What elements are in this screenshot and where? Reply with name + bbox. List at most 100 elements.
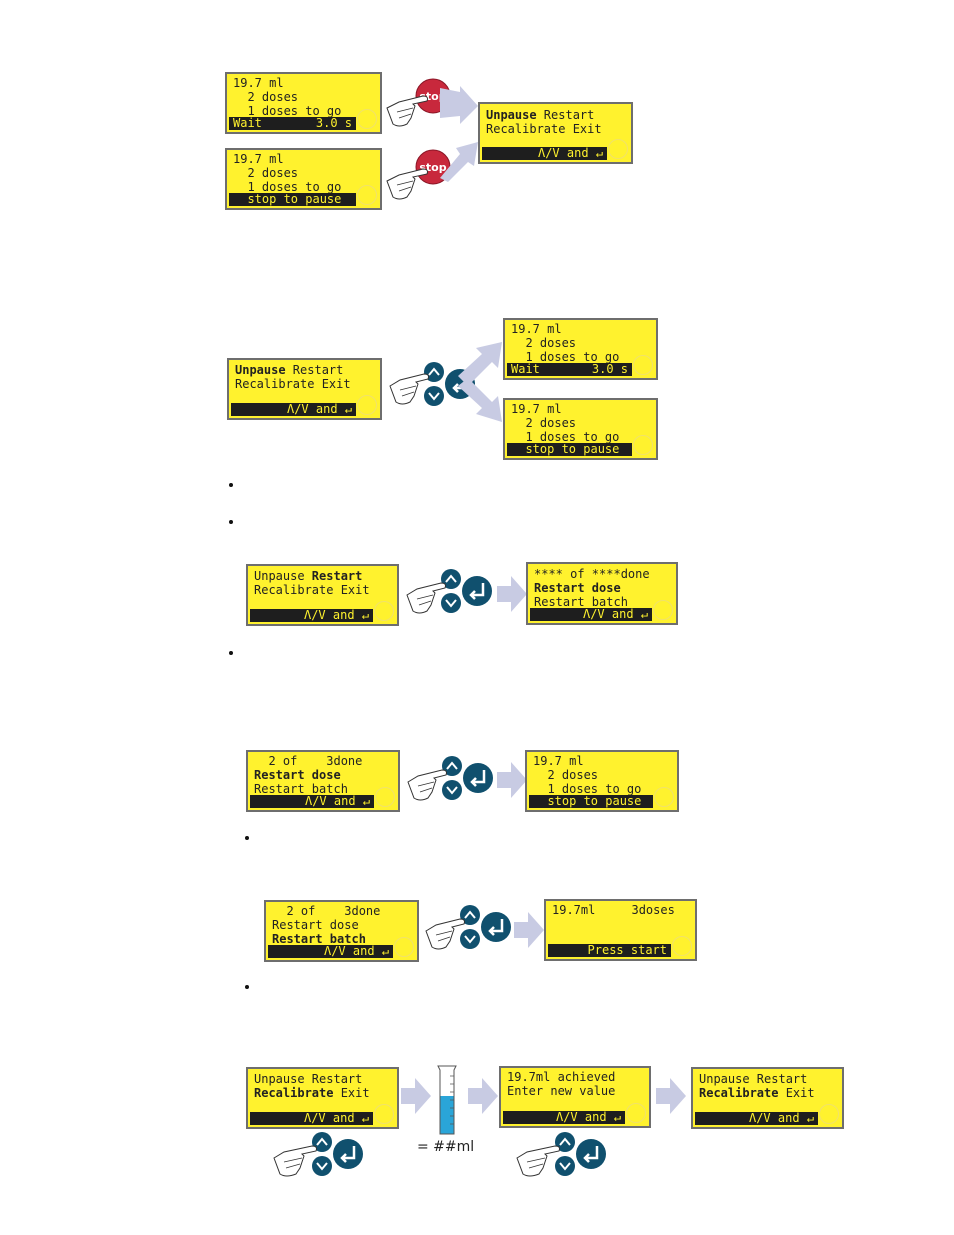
lcd-status-bar: Λ/V and ↵ (695, 1112, 818, 1125)
hand-press-keypad-icon (272, 1128, 366, 1184)
lcd-line-enter-value: Enter new value (507, 1084, 615, 1098)
lcd-line-volume: 19.7 ml (511, 322, 562, 336)
lcd-display-menu: Unpause Restart Recalibrate Exit Λ/V and… (478, 102, 633, 164)
flow-arrow-icon (497, 576, 527, 612)
lcd-status-bar: Λ/V and ↵ (231, 403, 356, 416)
lcd-display-restart-options: **** of ****done Restart dose Restart ba… (526, 562, 678, 625)
lcd-ring-icon (375, 787, 395, 807)
lcd-line-doses: 2 doses (233, 166, 298, 180)
lcd-line-achieved: 19.7ml achieved (507, 1070, 615, 1084)
lcd-ring-icon (626, 1103, 646, 1123)
bullet-point (245, 836, 249, 840)
lcd-display-restart-dose: 2 of 3done Restart dose Restart batch Λ/… (246, 750, 400, 812)
lcd-status-bar: Wait 3.0 s (229, 117, 356, 130)
menu-unpause-selected: Unpause (235, 363, 286, 377)
lcd-option-restart-dose: Restart dose (272, 918, 359, 932)
menu-exit: Exit (778, 1086, 814, 1100)
lcd-ring-icon (819, 1104, 839, 1124)
menu-restart: Restart (286, 363, 344, 377)
lcd-status-left: Wait (233, 117, 262, 130)
lcd-line-done-count: 2 of 3done (272, 904, 380, 918)
lcd-line-volume: 19.7 ml (233, 152, 284, 166)
hand-press-keypad-icon (405, 565, 495, 621)
lcd-menu-line-2: Recalibrate Exit (699, 1086, 815, 1100)
lcd-menu-line-2: Recalibrate Exit (235, 377, 351, 391)
lcd-status-bar: Λ/V and ↵ (268, 945, 393, 958)
lcd-status-bar: Λ/V and ↵ (530, 608, 652, 621)
flow-arrow-icon (656, 1078, 686, 1114)
flow-arrow-icon (514, 912, 544, 948)
lcd-display-menu-recalibrate-final: Unpause Restart Recalibrate Exit Λ/V and… (691, 1067, 844, 1129)
lcd-display-press-start: 19.7ml 3doses Press start (544, 899, 697, 961)
lcd-display-enter-new-value: 19.7ml achieved Enter new value Λ/V and … (499, 1066, 651, 1128)
menu-recalibrate-selected: Recalibrate (699, 1086, 778, 1100)
lcd-line-volume: 19.7 ml (533, 754, 584, 768)
bullet-point (245, 985, 249, 989)
lcd-ring-icon (653, 600, 673, 620)
flow-arrow-icon (440, 86, 480, 182)
hand-press-keypad-icon (515, 1128, 609, 1184)
lcd-status-bar: stop to pause (507, 443, 632, 456)
lcd-menu-line-1: Unpause Restart (254, 569, 362, 583)
bullet-point (229, 520, 233, 524)
lcd-option-restart-dose-selected: Restart dose (254, 768, 341, 782)
measuring-cylinder-icon (432, 1064, 462, 1138)
menu-recalibrate-selected: Recalibrate (254, 1086, 333, 1100)
lcd-ring-icon (357, 109, 377, 129)
menu-restart: Restart (537, 108, 595, 122)
menu-exit: Exit (333, 1086, 369, 1100)
lcd-status-bar: Λ/V and ↵ (250, 1112, 373, 1125)
lcd-ring-icon (633, 355, 653, 375)
flow-arrow-icon (401, 1078, 431, 1114)
lcd-line-done-count: **** of ****done (534, 567, 650, 581)
lcd-line-doses: 2 doses (233, 90, 298, 104)
lcd-ring-icon (654, 787, 674, 807)
lcd-line-doses: 2 doses (511, 336, 576, 350)
lcd-status-right: 3.0 s (316, 117, 352, 130)
lcd-ring-icon (357, 395, 377, 415)
lcd-ring-icon (633, 435, 653, 455)
lcd-display-stop-to-pause: 19.7 ml 2 doses 1 doses to go stop to pa… (225, 148, 382, 210)
lcd-status-bar: stop to pause (529, 795, 653, 808)
menu-unpause: Unpause (254, 569, 312, 583)
lcd-ring-icon (672, 936, 692, 956)
lcd-display-menu: Unpause Restart Recalibrate Exit Λ/V and… (227, 358, 382, 420)
lcd-line-volume-doses: 19.7ml 3doses (552, 903, 675, 917)
flow-arrow-icon (497, 762, 527, 798)
lcd-option-restart-dose-selected: Restart dose (534, 581, 621, 595)
lcd-status-left: Wait (511, 363, 540, 376)
bullet-point (229, 483, 233, 487)
flow-arrow-icon (468, 1078, 498, 1114)
lcd-display-restart-batch: 2 of 3done Restart dose Restart batch Λ/… (264, 900, 419, 962)
lcd-line-volume: 19.7 ml (511, 402, 562, 416)
cylinder-volume-label: = ##ml (417, 1139, 474, 1155)
lcd-status-bar: Λ/V and ↵ (250, 795, 374, 808)
lcd-menu-line-1: Unpause Restart (235, 363, 343, 377)
lcd-menu-line-1: Unpause Restart (699, 1072, 807, 1086)
lcd-menu-line-1: Unpause Restart (486, 108, 594, 122)
lcd-ring-icon (374, 1104, 394, 1124)
lcd-menu-line-2: Recalibrate Exit (486, 122, 602, 136)
lcd-menu-line-2: Recalibrate Exit (254, 1086, 370, 1100)
hand-press-keypad-icon (406, 752, 496, 808)
lcd-display-dose-running: 19.7 ml 2 doses 1 doses to go stop to pa… (525, 750, 679, 812)
lcd-ring-icon (608, 139, 628, 159)
menu-restart-selected: Restart (312, 569, 363, 583)
lcd-status-bar: Λ/V and ↵ (250, 609, 373, 622)
lcd-menu-line-2: Recalibrate Exit (254, 583, 370, 597)
lcd-status-bar: Λ/V and ↵ (503, 1111, 625, 1124)
lcd-display-menu-restart: Unpause Restart Recalibrate Exit Λ/V and… (246, 564, 399, 626)
hand-press-keypad-icon (424, 901, 514, 957)
lcd-menu-line-1: Unpause Restart (254, 1072, 362, 1086)
lcd-ring-icon (394, 937, 414, 957)
lcd-ring-icon (357, 185, 377, 205)
lcd-ring-icon (374, 601, 394, 621)
lcd-status-bar: Press start (548, 944, 671, 957)
lcd-display-menu-recalibrate: Unpause Restart Recalibrate Exit Λ/V and… (246, 1067, 399, 1129)
menu-unpause-selected: Unpause (486, 108, 537, 122)
lcd-line-doses: 2 doses (533, 768, 598, 782)
lcd-status-bar: stop to pause (229, 193, 356, 206)
lcd-status-bar: Wait3.0 s (507, 363, 632, 376)
